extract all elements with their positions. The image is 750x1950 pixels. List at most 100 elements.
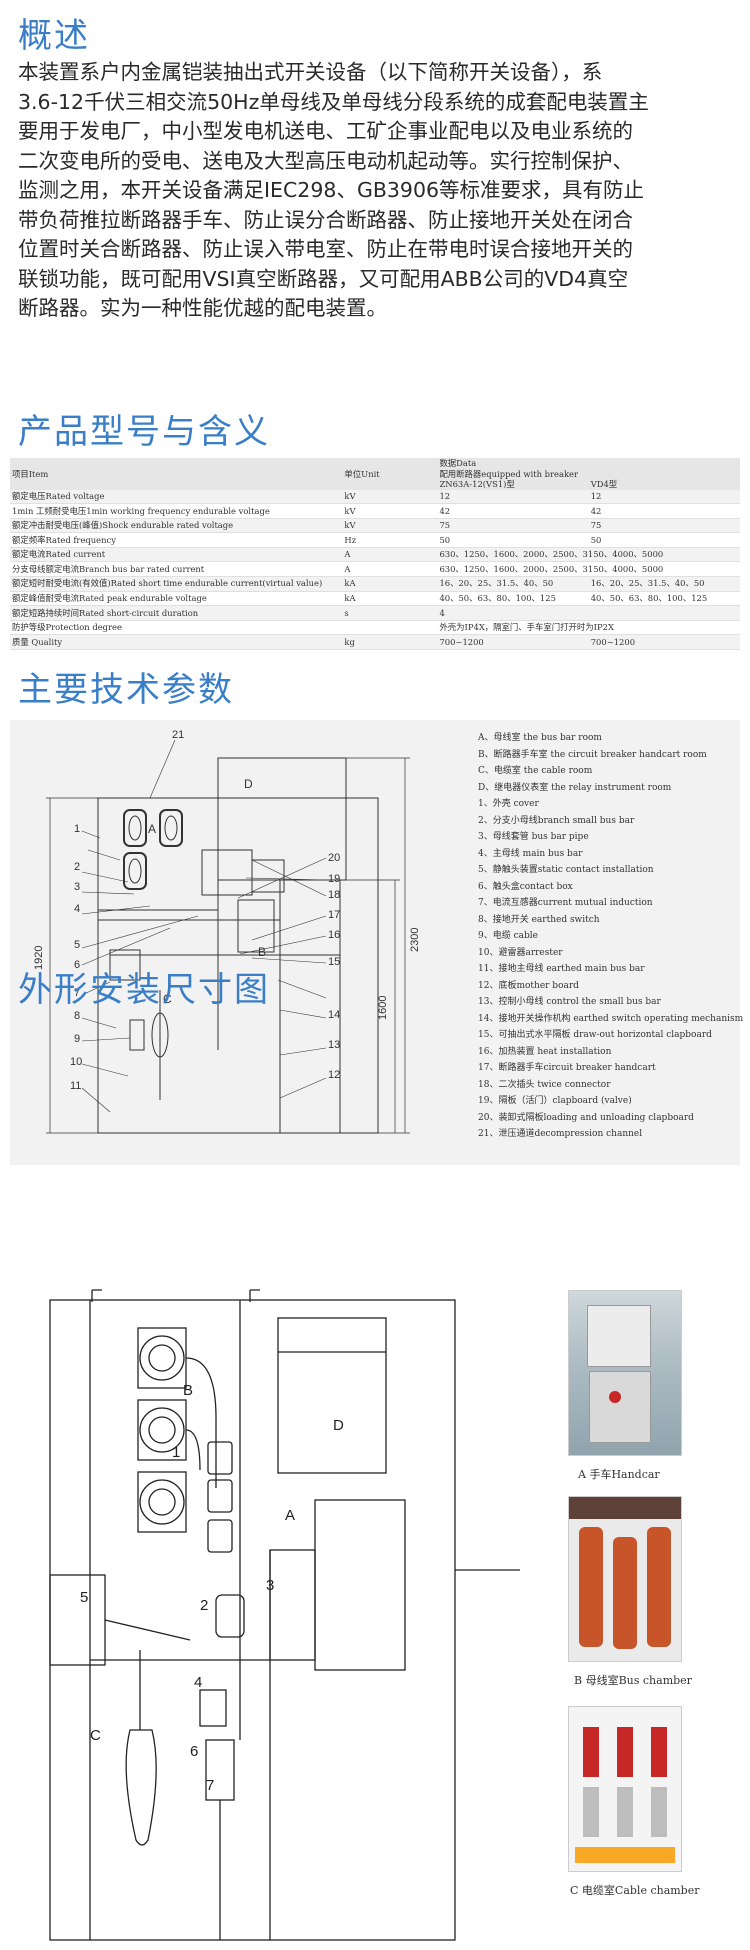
svg-text:18: 18 — [328, 889, 340, 901]
overview-paragraph: 本装置系户内金属铠装抽出式开关设备（以下简称开关设备），系 3.6-12千伏三相… — [18, 58, 734, 324]
svg-text:5: 5 — [80, 1589, 88, 1606]
svg-text:6: 6 — [74, 959, 80, 971]
svg-text:9: 9 — [74, 1033, 80, 1045]
legend-item: 3、母线套管 bus bar pipe — [478, 832, 589, 842]
svg-text:2: 2 — [200, 1597, 208, 1614]
header-data: 数据Data — [437, 458, 740, 469]
legend-item: D、继电器仪表室 the relay instrument room — [478, 782, 672, 793]
spec-value-zn63a: 16、20、25、31.5、40、50 — [437, 576, 589, 592]
spec-item: 额定短时耐受电流(有效值)Rated short time endurable … — [10, 576, 343, 592]
legend-item: 17、断路器手车circuit breaker handcart — [478, 1063, 656, 1073]
svg-text:8: 8 — [74, 1010, 80, 1022]
caption-handcar: A 手车Handcar — [578, 1468, 660, 1481]
legend-item: C、电缆室 the cable room — [478, 766, 593, 776]
svg-text:19: 19 — [328, 873, 340, 885]
svg-text:5: 5 — [74, 939, 80, 951]
zone-label-d: D — [244, 777, 253, 791]
legend-item: 4、主母线 main bus bar — [478, 848, 583, 859]
legend-item: 1、外壳 cover — [478, 799, 539, 809]
spec-value-vd4: 50 — [590, 534, 602, 545]
svg-text:3: 3 — [74, 881, 80, 893]
install-label-c: C — [90, 1727, 101, 1744]
spec-row: 额定冲击耐受电压(峰值)Shock endurable rated voltag… — [10, 518, 740, 533]
svg-text:20: 20 — [328, 852, 340, 864]
spec-unit — [342, 620, 437, 635]
spec-item: 额定峰值耐受电流Rated peak endurable voltage — [12, 593, 207, 604]
install-title: 外形安装尺寸图 — [18, 970, 270, 1010]
zone-label-b: B — [258, 945, 266, 959]
cabinet-outline — [97, 797, 379, 1134]
spec-item: 质量 Quality — [10, 634, 343, 650]
legend-item: 7、电流互感器current mutual induction — [478, 898, 653, 908]
spec-unit: A — [342, 547, 438, 562]
caption-cable-chamber: C 电缆室Cable chamber — [570, 1884, 700, 1897]
legend-item: 6、触头盒contact box — [478, 881, 573, 892]
svg-text:12: 12 — [328, 1069, 340, 1081]
params-title: 主要技术参数 — [18, 670, 234, 710]
spec-value-zn63a: 40、50、63、80、100、125 — [439, 593, 556, 604]
svg-text:15: 15 — [328, 956, 340, 968]
spec-row: 额定短时耐受电流(有效值)Rated short time endurable … — [10, 576, 740, 592]
spec-item: 额定频率Rated frequency — [12, 534, 116, 545]
spec-value-zn63a: 700~1200 — [437, 634, 589, 650]
header-unit: 单位Unit — [342, 458, 438, 490]
legend-item: 15、可抽出式水平隔板 draw-out horizontal clapboar… — [478, 1030, 712, 1040]
header-vd4: VD4型 — [588, 479, 740, 490]
spec-unit: kV — [342, 518, 438, 533]
legend-item: 10、避雷器arrester — [478, 947, 563, 958]
svg-text:4: 4 — [194, 1674, 202, 1691]
model-title: 产品型号与含义 — [18, 412, 270, 452]
overview-line: 二次变电所的受电、送电及大型高压电动机起动等。实行控制保护、 — [18, 148, 633, 173]
svg-text:11: 11 — [70, 1080, 81, 1092]
spec-value-vd4: 16、20、25、31.5、40、50 — [588, 576, 740, 592]
overview-line: 联锁功能，既可配用VSI真空断路器，又可配用ABB公司的VD4真空 — [18, 266, 629, 291]
dim-1920: 1920 — [33, 946, 45, 970]
spec-unit: kA — [344, 593, 356, 604]
install-label-d: D — [333, 1417, 344, 1434]
overview-line: 监测之用，本开关设备满足IEC298、GB3906等标准要求，具有防止 — [18, 178, 645, 202]
legend-item: A、母线室 the bus bar room — [478, 733, 602, 743]
overview-line: 本装置系户内金属铠装抽出式开关设备（以下简称开关设备），系 — [18, 60, 603, 84]
svg-text:21: 21 — [172, 729, 184, 741]
legend-item: 13、控制小母线 control the small bus bar — [478, 997, 661, 1007]
svg-text:14: 14 — [328, 1009, 340, 1021]
dim-1600: 1600 — [377, 996, 389, 1020]
switchgear-cross-section: A B C D 1920 2300 1600 21 123 456 789 10… — [33, 729, 421, 1134]
legend-item: 8、接地开关 earthed switch — [478, 914, 600, 925]
spec-value-vd4: 75 — [588, 518, 740, 533]
svg-text:13: 13 — [328, 1039, 340, 1051]
spec-value-zn63a: 42 — [439, 505, 451, 516]
overview-line: 带负荷推拉断路器手车、防止误分合断路器、防止接地开关处在闭合 — [18, 207, 633, 232]
cable-chamber-photo — [568, 1706, 682, 1872]
header-item: 项目Item — [10, 458, 343, 490]
spec-value-vd4: 700~1200 — [588, 634, 740, 650]
installation-drawing: B D A C 123 456 7 — [49, 1289, 520, 1941]
legend-item: 19、隔板（活门）clapboard (valve) — [478, 1096, 632, 1106]
legend-item: 2、分支小母线branch small bus bar — [478, 815, 635, 826]
spec-unit: kg — [342, 634, 438, 650]
spec-row: 1min 工频耐受电压1min working frequency endura… — [10, 503, 740, 519]
svg-text:16: 16 — [328, 929, 340, 941]
spec-value-vd4: 40、50、63、80、100、125 — [590, 593, 708, 604]
svg-text:7: 7 — [74, 987, 80, 999]
install-label-b: B — [183, 1382, 193, 1399]
overview-line: 要用于发电厂，中小型发电机送电、工矿企事业配电以及电业系统的 — [18, 119, 633, 143]
spec-row: 额定峰值耐受电流Rated peak endurable voltage kA 40… — [10, 591, 740, 606]
spec-value: 630、1250、1600、2000、2500、3150、4000、5000 — [437, 547, 740, 562]
legend-item: 18、二次插头 twice connector — [478, 1079, 611, 1090]
overview-title: 概述 — [18, 16, 90, 56]
legend-item: 9、电缆 cable — [478, 931, 538, 941]
zone-label-c: C — [163, 992, 172, 1006]
legend-item: 12、底板mother board — [478, 980, 579, 991]
svg-text:6: 6 — [190, 1743, 198, 1760]
spec-value-zn63a: 75 — [437, 518, 589, 533]
spec-item: 1min 工频耐受电压1min working frequency endura… — [12, 505, 270, 516]
dim-2300: 2300 — [409, 928, 421, 952]
spec-value-vd4: 42 — [590, 505, 602, 516]
svg-text:4: 4 — [74, 903, 80, 915]
